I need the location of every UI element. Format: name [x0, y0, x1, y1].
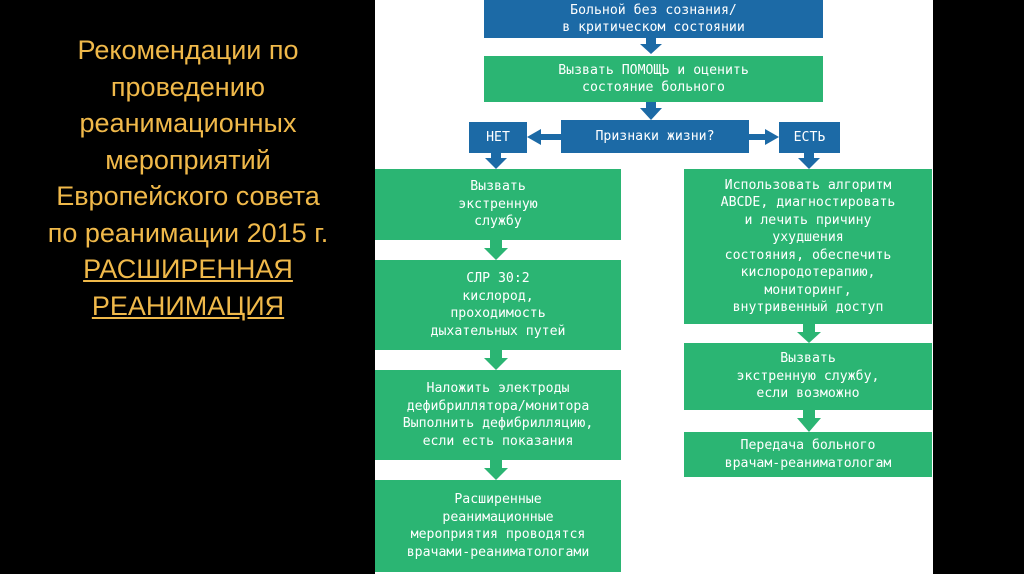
advanced-care-box: Расширенные реанимационные мероприятия п… — [375, 480, 621, 572]
arrow-down — [797, 324, 821, 343]
yes-box: ЕСТЬ — [779, 122, 840, 153]
box-text: кислородотерапию, — [740, 265, 876, 280]
box-text: дефибриллятора/монитора — [406, 398, 590, 414]
box-text: Расширенные — [454, 492, 542, 507]
box-text: ухудшения — [772, 230, 844, 245]
box-text: ЕСТЬ — [793, 129, 826, 145]
arrow-down — [640, 102, 662, 120]
arrow-down — [484, 240, 508, 260]
title-line: реанимационных — [79, 108, 297, 138]
arrow-down — [485, 153, 507, 169]
slide-title: Рекомендации по проведению реанимационны… — [18, 32, 358, 324]
arrow-down — [484, 350, 508, 370]
arrow-right — [749, 129, 779, 145]
box-text: ABCDE, диагностировать — [720, 195, 896, 210]
call-emergency-box: Вызвать экстренную службу — [375, 169, 621, 240]
title-line: по реанимации 2015 г. — [47, 217, 329, 248]
arrow-down — [797, 410, 821, 432]
box-text: врачами-реаниматологами — [406, 544, 590, 560]
abcde-box: Использовать алгоритм ABCDE, диагностиро… — [684, 169, 932, 324]
box-text: и лечить причину — [744, 212, 872, 228]
box-text: состояние больного — [582, 80, 725, 95]
box-text: Вызвать ПОМОЩЬ и оценить — [558, 62, 749, 78]
arrow-down — [798, 153, 820, 169]
arrow-down — [640, 38, 662, 54]
box-text: Вызвать — [470, 179, 526, 195]
start-box: Больной без сознания/ в критическом сост… — [484, 0, 823, 38]
box-text: состояния, обеспечить — [724, 247, 892, 263]
box-text: если возможно — [756, 386, 860, 402]
box-text: Больной без сознания/ — [570, 2, 737, 18]
box-text: проходимость — [450, 306, 546, 321]
box-text: Передача больного — [740, 438, 876, 453]
arrow-down — [484, 460, 508, 480]
box-text: Вызвать — [780, 351, 836, 367]
handover-box: Передача больного врачам-реаниматологам — [684, 432, 932, 477]
box-text: СЛР 30:2 — [466, 271, 530, 286]
box-text: в критическом состоянии — [562, 20, 745, 35]
box-text: Использовать алгоритм — [724, 177, 892, 193]
title-line: Европейского совета — [56, 181, 320, 211]
box-text: экстренную службу, — [736, 368, 880, 384]
title-line: проведению — [110, 71, 266, 102]
arrow-left — [527, 129, 561, 145]
cpr-box: СЛР 30:2 кислород, проходимость дыхатель… — [375, 260, 621, 350]
call-emergency-if-possible-box: Вызвать экстренную службу, если возможно — [684, 343, 932, 410]
subtitle-line: РЕАНИМАЦИЯ — [91, 290, 285, 321]
question-box: Признаки жизни? — [561, 120, 749, 153]
box-text: Признаки жизни? — [595, 128, 715, 144]
box-text: мероприятия проводятся — [410, 527, 586, 542]
box-text: кислород, — [462, 288, 534, 304]
box-text: реанимационные — [442, 509, 554, 525]
flowchart-arrows — [484, 38, 821, 480]
flowchart-panel: Больной без сознания/ в критическом сост… — [375, 0, 933, 574]
box-text: Наложить электроды — [426, 381, 570, 396]
box-text: экстренную — [458, 196, 538, 212]
box-text: НЕТ — [486, 129, 510, 145]
call-help-box: Вызвать ПОМОЩЬ и оценить состояние больн… — [484, 56, 823, 102]
box-text: Выполнить дефибрилляцию, — [402, 416, 594, 431]
subtitle-line: РАСШИРЕННАЯ — [83, 254, 293, 284]
box-text: внутривенный доступ — [732, 300, 884, 315]
box-text: службу — [474, 214, 522, 230]
box-text: дыхательных путей — [430, 323, 566, 339]
title-line: мероприятий — [105, 144, 271, 175]
defibrillation-box: Наложить электроды дефибриллятора/монито… — [375, 370, 621, 460]
title-line: Рекомендации по — [77, 35, 299, 65]
no-box: НЕТ — [469, 122, 527, 153]
box-text: мониторинг, — [764, 282, 852, 298]
box-text: если есть показания — [422, 433, 574, 449]
box-text: врачам-реаниматологам — [724, 455, 892, 471]
